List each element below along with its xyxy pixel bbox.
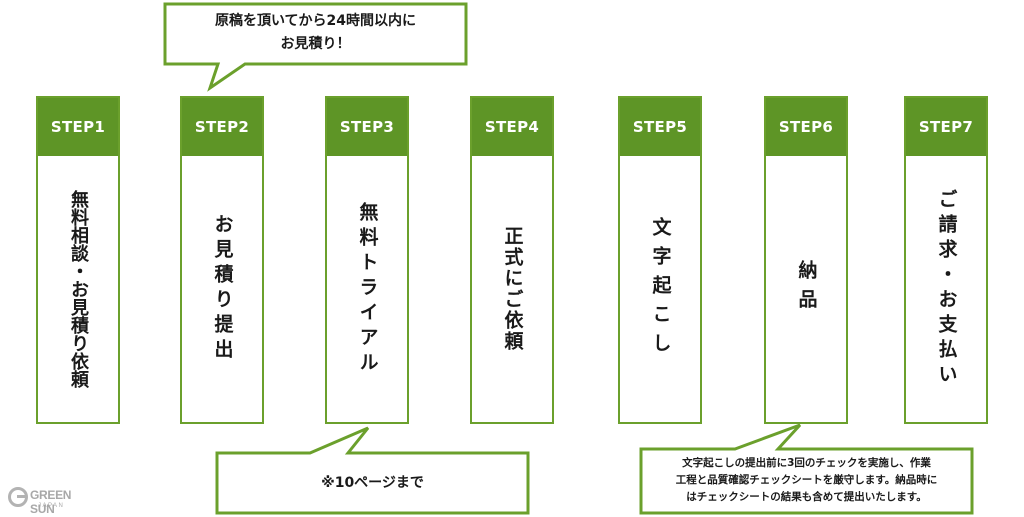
step-2-text: お見積り提出 (211, 214, 234, 364)
step-6-card: STEP6 納品 (764, 96, 848, 424)
step-7-card: STEP7 ご請求・お支払い (904, 96, 988, 424)
green-sun-logo: GREEN SUN JAPAN (8, 487, 88, 516)
top-callout-line2: お見積り！ (280, 36, 351, 52)
top-callout-line1: 原稿を頂いてから24時間以内に (214, 13, 417, 29)
logo-mark-icon (8, 487, 28, 507)
logo-name: GREEN SUN (30, 488, 72, 516)
step-4-card: STEP4 正式にご依頼 (470, 96, 554, 424)
bottom-right-callout-line3: はチェックシートの結果も含めて提出いたします。 (686, 491, 927, 503)
step-3-header: STEP3 (327, 98, 407, 156)
step-7-text: ご請求・お支払い (935, 189, 958, 389)
step-7-header: STEP7 (906, 98, 986, 156)
logo-sub: JAPAN (38, 503, 65, 509)
logo-mark-bar (17, 495, 26, 498)
step-5-text: 文字起こし (649, 216, 672, 362)
step-6-header: STEP6 (766, 98, 846, 156)
bottom-right-callout-bubble (639, 423, 974, 515)
step-5-card: STEP5 文字起こし (618, 96, 702, 424)
step-1-body: 無料相談・お見積り依頼 (38, 156, 118, 422)
step-4-text: 正式にご依頼 (501, 226, 524, 352)
step-2-body: お見積り提出 (182, 156, 262, 422)
bottom-right-callout-line2: 工程と品質確認チェックシートを厳守します。納品時に (675, 474, 938, 486)
bottom-left-callout-bubble (215, 426, 530, 515)
step-6-body: 納品 (766, 156, 846, 422)
bottom-right-callout-line1: 文字起こしの提出前に3回のチェックを実施し、作業 (682, 457, 931, 469)
step-6-text: 納品 (795, 260, 818, 318)
step-2-header: STEP2 (182, 98, 262, 156)
top-callout-text: 原稿を頂いてから24時間以内に お見積り！ (165, 10, 466, 56)
step-5-body: 文字起こし (620, 156, 700, 422)
bottom-right-callout-text: 文字起こしの提出前に3回のチェックを実施し、作業 工程と品質確認チェックシートを… (641, 455, 972, 506)
step-1-card: STEP1 無料相談・お見積り依頼 (36, 96, 120, 424)
step-1-text: 無料相談・お見積り依頼 (68, 190, 89, 388)
top-callout-bubble (163, 2, 468, 92)
bottom-left-callout-line: ※10ページまで (321, 475, 424, 491)
bottom-left-callout-text: ※10ページまで (217, 471, 528, 495)
step-5-header: STEP5 (620, 98, 700, 156)
step-3-card: STEP3 無料トライアル (325, 96, 409, 424)
step-7-body: ご請求・お支払い (906, 156, 986, 422)
step-3-body: 無料トライアル (327, 156, 407, 422)
step-2-card: STEP2 お見積り提出 (180, 96, 264, 424)
step-4-body: 正式にご依頼 (472, 156, 552, 422)
step-3-text: 無料トライアル (356, 201, 379, 377)
step-1-header: STEP1 (38, 98, 118, 156)
step-4-header: STEP4 (472, 98, 552, 156)
